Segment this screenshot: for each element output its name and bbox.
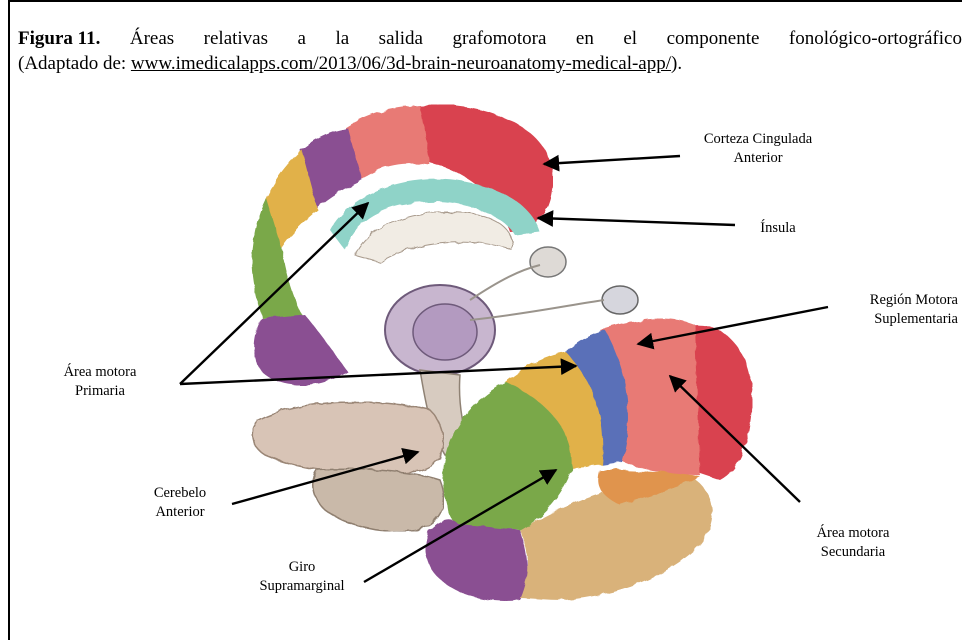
label-line: Área motora [40, 363, 160, 382]
medial-cortex-violet-region [254, 314, 348, 386]
label-line: Anterior [658, 149, 858, 168]
label-line: Cerebelo [130, 484, 230, 503]
label-giro-supramarginal: Giro Supramarginal [238, 558, 366, 596]
cerebellum [252, 402, 444, 531]
label-line: Giro [238, 558, 366, 577]
label-line: Primaria [40, 382, 160, 401]
label-insula: Ínsula [738, 219, 818, 238]
label-area-motora-primaria: Área motora Primaria [40, 363, 160, 401]
eyeball-right [602, 286, 638, 314]
label-line: Secundaria [798, 543, 908, 562]
corpus-callosum [355, 212, 513, 262]
lateral-purple-occipital [426, 519, 528, 601]
label-line: Suplementaria [808, 310, 958, 329]
cerebellum-upper [252, 402, 444, 474]
label-line: Ínsula [738, 219, 818, 238]
cerebellum-lower [313, 469, 444, 531]
label-line: Corteza Cingulada [658, 130, 858, 149]
label-region-motora: Región Motora Suplementaria [808, 291, 958, 329]
label-line: Región Motora [808, 291, 958, 310]
eyeball-left [530, 247, 566, 277]
label-cerebelo-anterior: Cerebelo Anterior [130, 484, 230, 522]
label-line: Anterior [130, 503, 230, 522]
label-area-motora-secundaria: Área motora Secundaria [798, 524, 908, 562]
label-line: Área motora [798, 524, 908, 543]
thalamus-inner [413, 304, 477, 360]
label-line: Supramarginal [238, 577, 366, 596]
arrow-insula [538, 218, 735, 225]
label-corteza-cingulada: Corteza Cingulada Anterior [658, 130, 858, 168]
